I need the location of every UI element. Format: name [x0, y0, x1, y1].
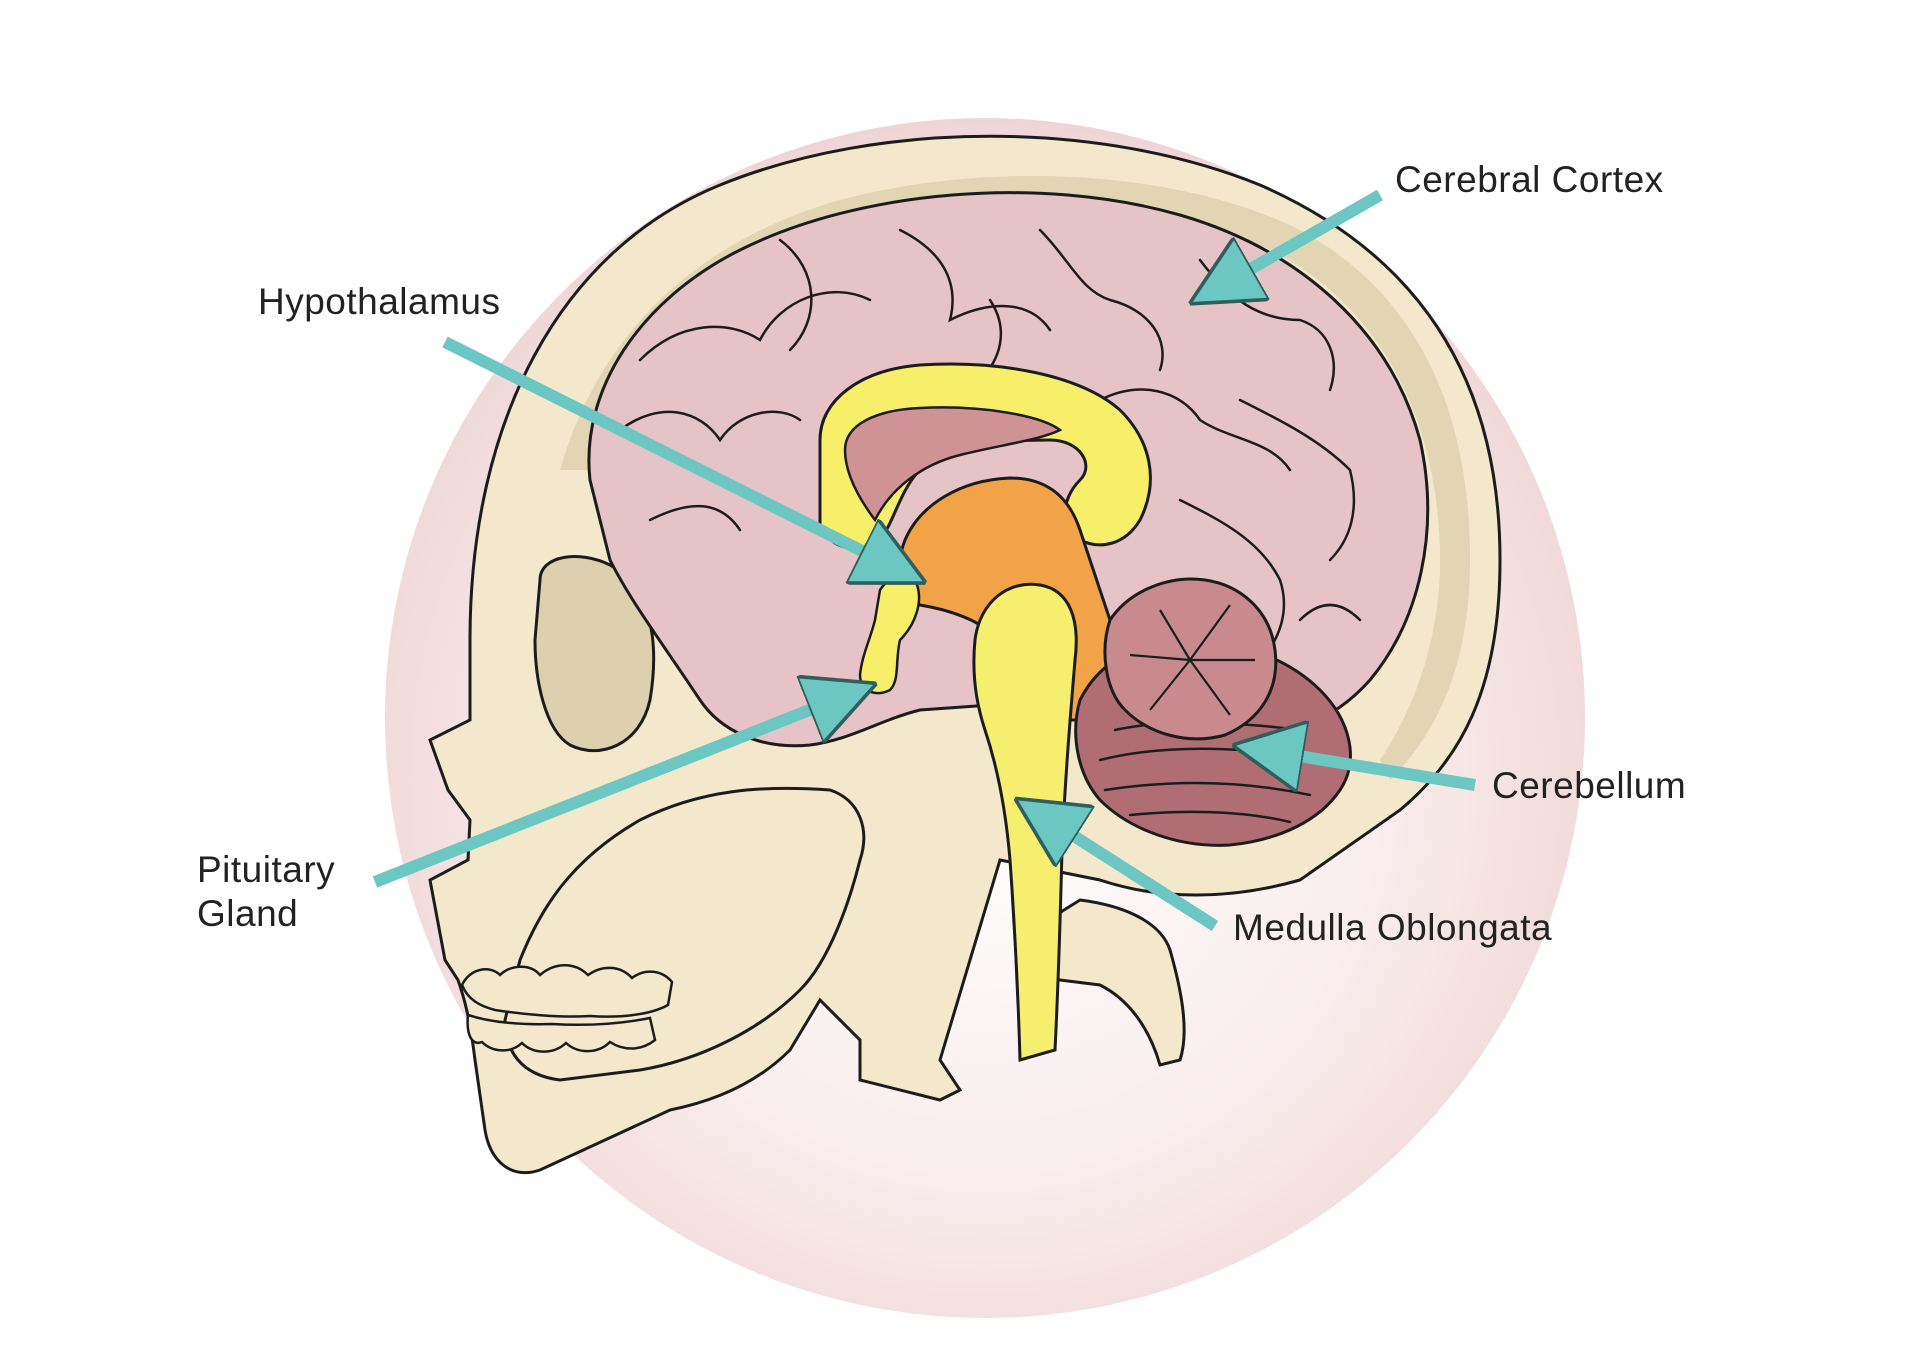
lower-teeth	[466, 1013, 657, 1053]
label-line-2: Gland	[197, 893, 299, 934]
upper-teeth	[460, 964, 674, 1018]
arrow-medulla	[1030, 808, 1219, 932]
pointer-arrows	[372, 189, 1476, 932]
arrow-hypothalamus	[442, 336, 910, 575]
arrow-cerebral-cortex	[1205, 189, 1383, 295]
label-text: Cerebellum	[1492, 765, 1687, 806]
eye-socket	[533, 555, 656, 753]
label-cerebellum: Cerebellum	[1492, 764, 1686, 808]
arrow-cerebellum	[1250, 748, 1476, 785]
label-text: Cerebral Cortex	[1395, 159, 1664, 200]
label-line-1: Pituitary	[197, 849, 336, 890]
label-medulla-oblongata: Medulla Oblongata	[1233, 906, 1552, 950]
label-text: Medulla Oblongata	[1233, 907, 1553, 948]
label-pituitary-gland: Pituitary Gland	[197, 848, 335, 936]
label-text: Hypothalamus	[258, 281, 501, 322]
label-cerebral-cortex: Cerebral Cortex	[1395, 158, 1664, 202]
arrow-pituitary	[372, 690, 860, 888]
label-hypothalamus: Hypothalamus	[258, 280, 501, 324]
arbor-vitae-branches	[1129, 604, 1255, 716]
